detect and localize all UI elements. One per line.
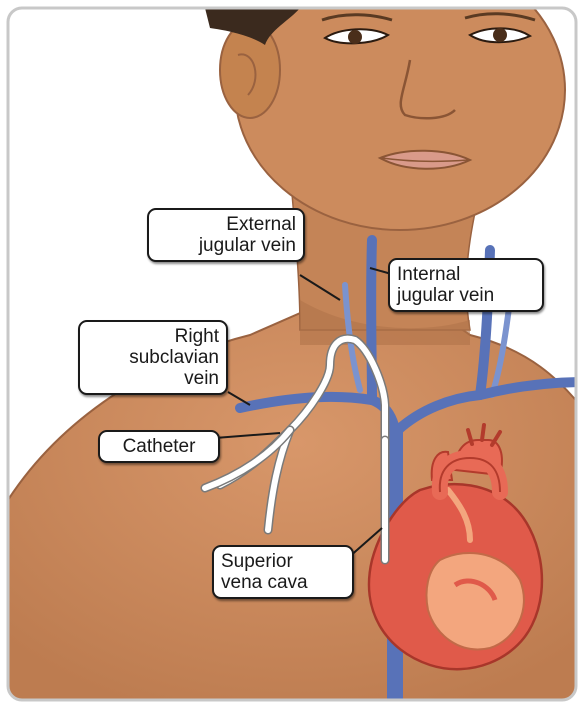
- label-line: Internal: [397, 264, 535, 285]
- label-line: jugular vein: [397, 285, 535, 306]
- label-line: External: [156, 214, 296, 235]
- label-line: subclavian: [87, 347, 219, 368]
- internal-jugular-vein-label: Internal jugular vein: [388, 258, 544, 312]
- superior-vena-cava-label: Superior vena cava: [212, 545, 354, 599]
- label-line: vein: [87, 368, 219, 389]
- internal-jugular-vein: [371, 240, 372, 400]
- right-subclavian-vein-label: Right subclavian vein: [78, 320, 228, 395]
- label-line: jugular vein: [156, 235, 296, 256]
- label-line: vena cava: [221, 572, 345, 593]
- label-line: Right: [87, 326, 219, 347]
- label-line: Catheter: [107, 436, 211, 457]
- external-jugular-vein-label: External jugular vein: [147, 208, 305, 262]
- label-line: Superior: [221, 551, 345, 572]
- catheter-label: Catheter: [98, 430, 220, 463]
